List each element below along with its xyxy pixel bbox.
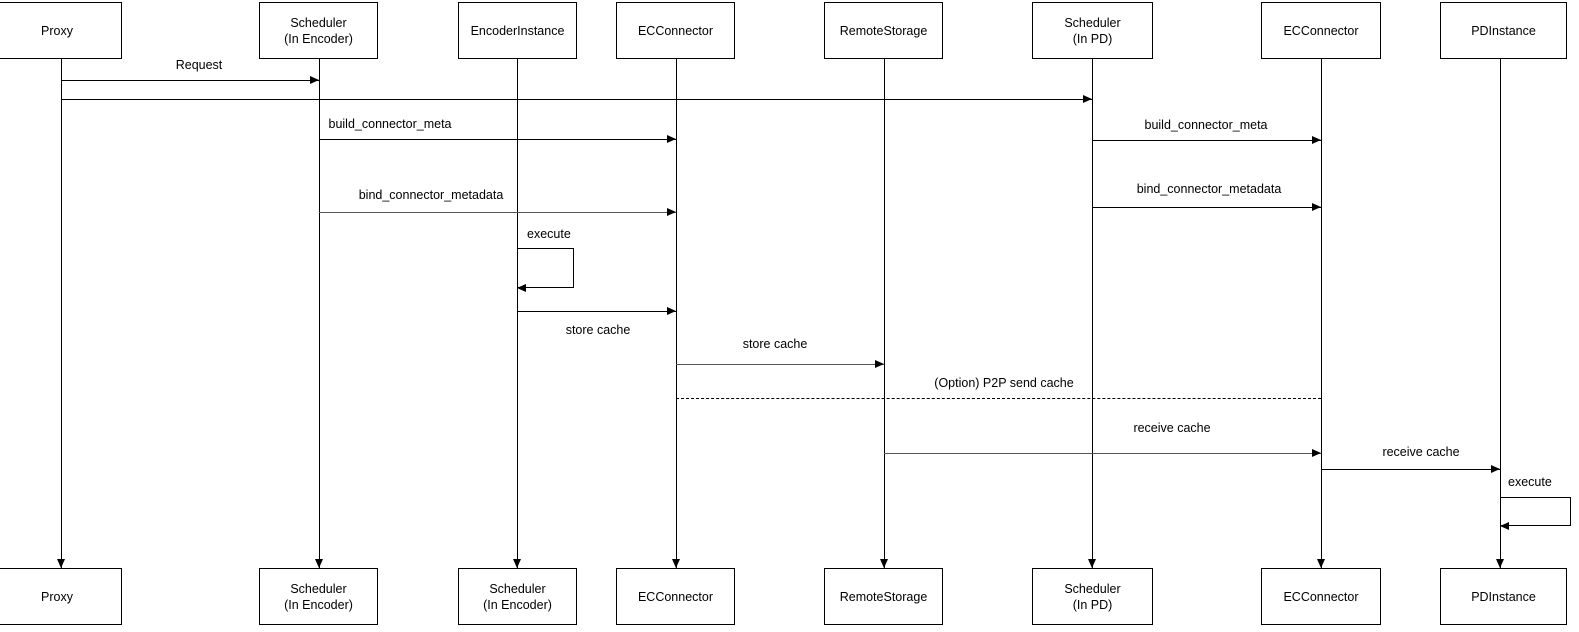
participant-bottom-label-ecconn_enc: ECConnector	[637, 589, 714, 604]
message-line-m2	[61, 99, 1092, 100]
message-arrow-m2	[1083, 95, 1092, 103]
lifeline-end-arrow-ecconn_pd	[1317, 559, 1325, 568]
self-message-label-s1: execute	[527, 227, 571, 241]
lifeline-end-arrow-remote	[880, 559, 888, 568]
lifeline-end-arrow-sched_pd	[1088, 559, 1096, 568]
message-arrow-m6	[1312, 203, 1321, 211]
participant-top-encoder_inst[interactable]: EncoderInstance	[458, 2, 577, 59]
message-label-m9: (Option) P2P send cache	[934, 376, 1074, 390]
message-label-m5: bind_connector_metadata	[358, 188, 504, 202]
message-label-m1: Request	[175, 58, 223, 72]
lifeline-end-arrow-ecconn_enc	[672, 559, 680, 568]
message-line-m9	[676, 398, 1321, 399]
message-arrow-m3	[667, 135, 676, 143]
message-label-m3: build_connector_meta	[328, 117, 452, 131]
participant-bottom-label-encoder_inst: Scheduler (In Encoder)	[483, 581, 552, 612]
message-label-m6: bind_connector_metadata	[1136, 182, 1282, 196]
participant-top-pdinst[interactable]: PDInstance	[1440, 2, 1567, 59]
self-message-s1	[517, 248, 574, 288]
participant-top-ecconn_pd[interactable]: ECConnector	[1261, 2, 1381, 59]
message-arrow-m8	[875, 360, 884, 368]
participant-top-label-encoder_inst: EncoderInstance	[470, 23, 565, 38]
participant-top-label-remote: RemoteStorage	[839, 23, 928, 38]
message-arrow-m4	[1312, 136, 1321, 144]
participant-bottom-pdinst[interactable]: PDInstance	[1440, 568, 1567, 625]
participant-top-label-ecconn_pd: ECConnector	[1283, 23, 1359, 38]
lifeline-remote	[884, 59, 885, 568]
message-label-m4: build_connector_meta	[1144, 118, 1268, 132]
lifeline-ecconn_pd	[1321, 59, 1322, 568]
participant-bottom-label-sched_enc: Scheduler (In Encoder)	[284, 581, 353, 612]
participant-bottom-ecconn_enc[interactable]: ECConnector	[616, 568, 735, 625]
lifeline-end-arrow-encoder_inst	[513, 559, 521, 568]
participant-top-label-sched_pd: Scheduler (In PD)	[1064, 15, 1121, 46]
participant-top-remote[interactable]: RemoteStorage	[824, 2, 943, 59]
message-line-m1	[61, 80, 319, 81]
message-arrow-m11	[1491, 465, 1500, 473]
participant-bottom-ecconn_pd[interactable]: ECConnector	[1261, 568, 1381, 625]
participant-bottom-remote[interactable]: RemoteStorage	[824, 568, 943, 625]
participant-top-sched_pd[interactable]: Scheduler (In PD)	[1032, 2, 1153, 59]
message-line-m11	[1321, 469, 1500, 470]
participant-top-label-sched_enc: Scheduler (In Encoder)	[284, 15, 353, 46]
message-line-m6	[1092, 207, 1321, 208]
lifeline-sched_enc	[319, 59, 320, 568]
lifeline-pdinst	[1500, 59, 1501, 568]
message-line-m8	[676, 364, 884, 365]
message-line-m10	[884, 453, 1321, 454]
message-line-m7	[517, 311, 676, 312]
message-arrow-m1	[310, 76, 319, 84]
message-label-m10: receive cache	[1133, 421, 1211, 435]
self-message-s2	[1500, 497, 1571, 526]
participant-top-label-pdinst: PDInstance	[1471, 23, 1536, 38]
participant-bottom-proxy[interactable]: Proxy	[0, 568, 122, 625]
participant-bottom-encoder_inst[interactable]: Scheduler (In Encoder)	[458, 568, 577, 625]
participant-bottom-sched_enc[interactable]: Scheduler (In Encoder)	[259, 568, 378, 625]
message-arrow-m7	[667, 307, 676, 315]
lifeline-end-arrow-pdinst	[1496, 559, 1504, 568]
participant-bottom-sched_pd[interactable]: Scheduler (In PD)	[1032, 568, 1153, 625]
self-message-arrow-s2	[1500, 522, 1509, 530]
message-label-m11: receive cache	[1382, 445, 1460, 459]
participant-top-ecconn_enc[interactable]: ECConnector	[616, 2, 735, 59]
message-label-m7: store cache	[565, 323, 631, 337]
lifeline-sched_pd	[1092, 59, 1093, 568]
message-line-m5	[319, 212, 676, 213]
participant-bottom-label-ecconn_pd: ECConnector	[1283, 589, 1359, 604]
lifeline-ecconn_enc	[676, 59, 677, 568]
self-message-label-s2: execute	[1508, 475, 1552, 489]
message-arrow-m10	[1312, 449, 1321, 457]
participant-bottom-label-proxy: Proxy	[41, 589, 73, 604]
self-message-arrow-s1	[517, 284, 526, 292]
participant-bottom-label-pdinst: PDInstance	[1471, 589, 1536, 604]
message-label-m8: store cache	[742, 337, 808, 351]
participant-top-label-proxy: Proxy	[41, 23, 73, 38]
lifeline-end-arrow-proxy	[57, 559, 65, 568]
participant-top-sched_enc[interactable]: Scheduler (In Encoder)	[259, 2, 378, 59]
participant-top-label-ecconn_enc: ECConnector	[637, 23, 714, 38]
message-line-m4	[1092, 140, 1321, 141]
participant-bottom-label-sched_pd: Scheduler (In PD)	[1064, 581, 1121, 612]
participant-bottom-label-remote: RemoteStorage	[839, 589, 928, 604]
lifeline-proxy	[61, 59, 62, 568]
message-arrow-m5	[667, 208, 676, 216]
message-line-m3	[319, 139, 676, 140]
lifeline-end-arrow-sched_enc	[315, 559, 323, 568]
lifeline-encoder_inst	[517, 59, 518, 568]
participant-top-proxy[interactable]: Proxy	[0, 2, 122, 59]
